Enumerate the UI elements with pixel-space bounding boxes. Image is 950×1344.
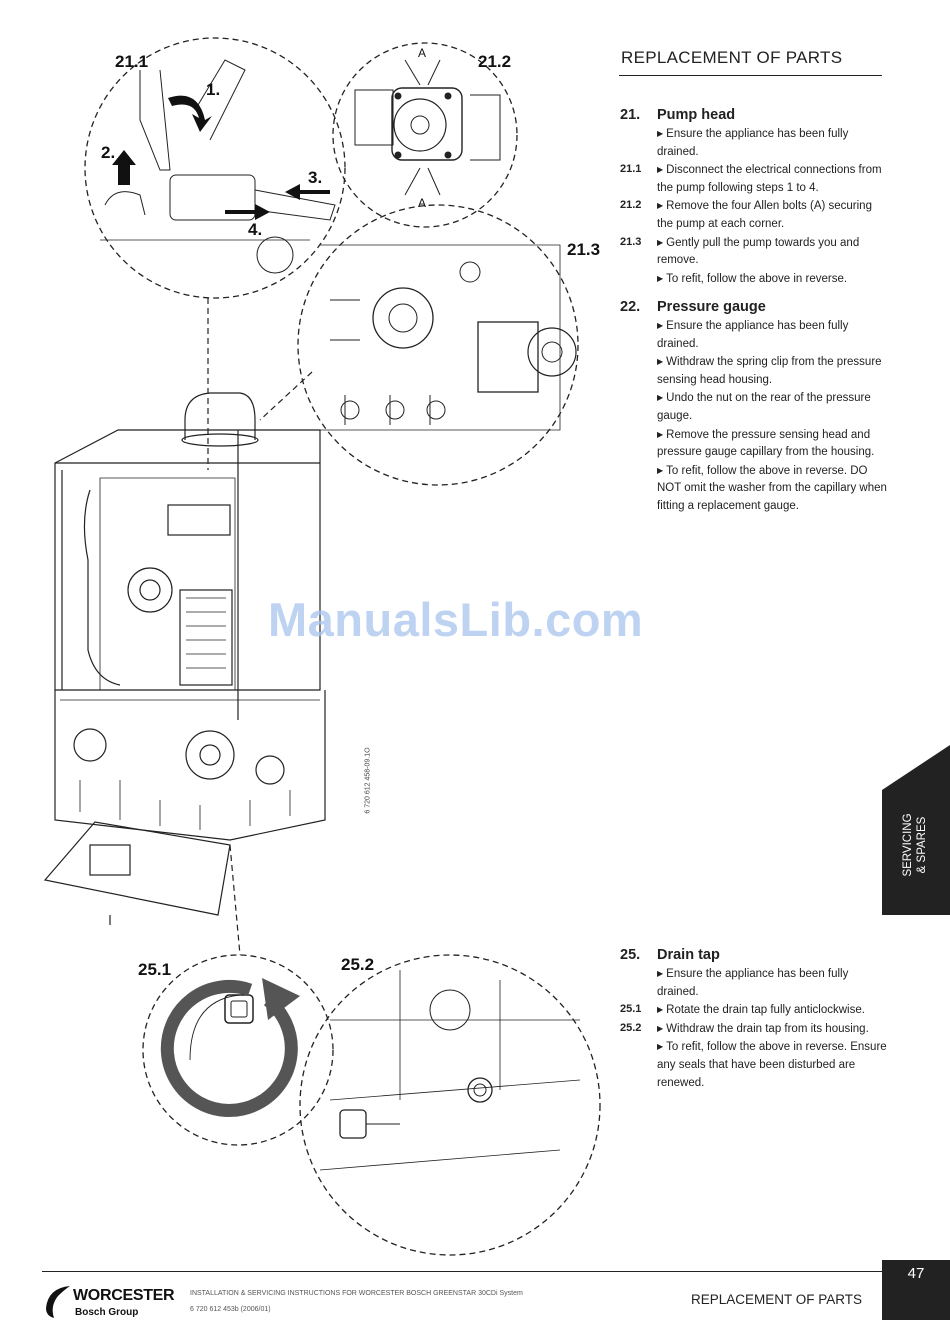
page-number: 47 xyxy=(907,1265,925,1282)
instruction-row: ▶To refit, follow the above in reverse. … xyxy=(657,464,887,512)
section-pressure-gauge: 22.Pressure gauge ▶Ensure the appliance … xyxy=(620,297,890,516)
instruction-row: ▶Ensure the appliance has been fully dra… xyxy=(657,968,849,998)
callout-21-2: 21.2 xyxy=(478,52,512,71)
instruction-row: ▶To refit, follow the above in reverse. xyxy=(657,272,848,285)
instruction-row: ▶Ensure the appliance has been fully dra… xyxy=(657,320,849,350)
title-divider xyxy=(619,75,882,76)
step-marker-1: 1. xyxy=(206,80,221,99)
bolt-label-bottom: A xyxy=(418,196,427,210)
section-drain-tap: 25.Drain tap ▶Ensure the appliance has b… xyxy=(620,945,890,1092)
callout-25-2: 25.2 xyxy=(341,955,375,974)
instruction-row: ▶To refit, follow the above in reverse. … xyxy=(657,1041,887,1089)
instruction-row: ▶Remove the pressure sensing head and pr… xyxy=(657,428,875,459)
instruction-row: 25.1▶Rotate the drain tap fully anticloc… xyxy=(620,1003,865,1017)
step-marker-3: 3. xyxy=(308,168,323,187)
instruction-row: ▶Withdraw the spring clip from the press… xyxy=(657,356,882,386)
instruction-row: 21.2▶Remove the four Allen bolts (A) sec… xyxy=(620,199,872,230)
callout-21-1: 21.1 xyxy=(115,52,149,71)
callout-21-3: 21.3 xyxy=(567,240,601,259)
drawing-code: 6 720 612 458-09.1O xyxy=(364,747,372,814)
document-title: INSTALLATION & SERVICING INSTRUCTIONS FO… xyxy=(190,1290,523,1297)
page-number-box xyxy=(882,1260,950,1320)
instruction-row: 25.2▶Withdraw the drain tap from its hou… xyxy=(620,1021,869,1035)
instruction-row: ▶Ensure the appliance has been fully dra… xyxy=(657,128,849,158)
instruction-row: 21.3▶Gently pull the pump towards you an… xyxy=(620,235,860,267)
section-pump-head: 21.Pump head ▶Ensure the appliance has b… xyxy=(620,105,890,288)
step-marker-4: 4. xyxy=(248,220,263,239)
worcester-logo-icon xyxy=(46,1286,70,1318)
step-marker-2: 2. xyxy=(101,143,116,162)
footer-divider xyxy=(42,1271,882,1272)
watermark: ManualsLib.com xyxy=(268,593,644,646)
bolt-label-top: A xyxy=(418,46,427,60)
section-heading: 22.Pressure gauge xyxy=(620,299,766,315)
page-section-title: REPLACEMENT OF PARTS xyxy=(621,48,843,67)
brand-name: WORCESTER xyxy=(73,1287,175,1304)
section-heading: 21.Pump head xyxy=(620,107,736,123)
instruction-row: ▶Undo the nut on the rear of the pressur… xyxy=(657,392,871,422)
section-heading: 25.Drain tap xyxy=(620,947,720,963)
document-code: 6 720 612 453b (2006/01) xyxy=(190,1306,271,1313)
callout-25-1: 25.1 xyxy=(138,960,172,979)
side-tab-label: SERVICING& SPARES xyxy=(902,813,928,877)
instruction-row: 21.1▶Disconnect the electrical connectio… xyxy=(620,163,882,194)
footer-section-title: REPLACEMENT OF PARTS xyxy=(691,1292,863,1307)
brand-subtitle: Bosch Group xyxy=(75,1307,139,1318)
